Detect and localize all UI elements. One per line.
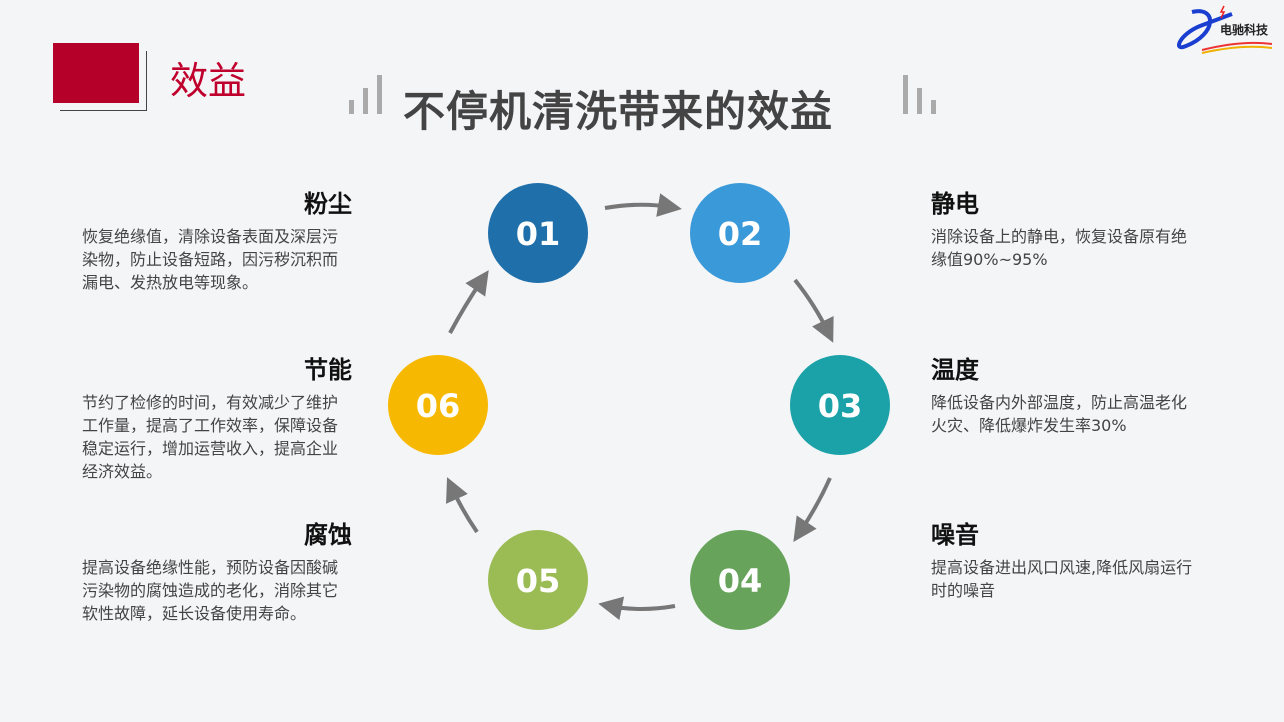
item-title: 节能: [304, 356, 352, 384]
step-circle-06: [388, 355, 488, 455]
item-corrosion: 腐蚀 提高设备绝缘性能，预防设备因酸碱污染物的腐蚀造成的老化，消除其它软性故障，…: [82, 515, 352, 625]
step-number: 04: [718, 562, 763, 600]
item-static: 静电 消除设备上的静电，恢复设备原有绝缘值90%~95%: [931, 184, 1201, 271]
company-logo: 电驰科技: [1172, 4, 1273, 56]
decor-square-outline: [60, 51, 147, 111]
decor-square: [53, 43, 139, 103]
arrow: [598, 596, 676, 621]
item-dust: 粉尘 恢复绝缘值，清除设备表面及深层污染物，防止设备短路，因污秽沉积而漏电、发热…: [82, 184, 352, 294]
decor-bar: [363, 88, 368, 114]
arrow: [448, 270, 489, 334]
decor-bar: [903, 75, 908, 114]
item-desc: 节约了检修的时间，有效减少了维护工作量，提高了工作效率，保障设备稳定运行，增加运…: [82, 393, 339, 481]
decor-bar: [377, 75, 382, 114]
item-title: 静电: [931, 190, 979, 218]
item-noise: 噪音 提高设备进出风口风速,降低风扇运行时的噪音: [931, 515, 1201, 602]
item-desc: 消除设备上的静电，恢复设备原有绝缘值90%~95%: [931, 227, 1188, 269]
decor-bar: [917, 88, 922, 114]
decor-bar: [349, 100, 354, 114]
step-number: 05: [516, 562, 561, 600]
step-number: 06: [416, 387, 461, 425]
arrow: [446, 477, 479, 534]
section-label: 效益: [170, 59, 247, 103]
page-title: 不停机清洗带来的效益: [403, 87, 834, 136]
step-circle-02: [690, 183, 790, 283]
arrow: [793, 477, 832, 542]
item-temperature: 温度 降低设备内外部温度，防止高温老化火灾、降低爆炸发生率30%: [931, 350, 1201, 437]
item-energy: 节能 节约了检修的时间，有效减少了维护工作量，提高了工作效率，保障设备稳定运行，…: [82, 350, 352, 483]
item-desc: 提高设备绝缘性能，预防设备因酸碱污染物的腐蚀造成的老化，消除其它软性故障，延长设…: [82, 558, 339, 623]
svg-text:电驰科技: 电驰科技: [1220, 22, 1269, 37]
step-number: 02: [718, 215, 763, 253]
arrow: [793, 278, 834, 343]
step-circle-04: [690, 530, 790, 630]
item-title: 腐蚀: [304, 521, 352, 549]
item-desc: 降低设备内外部温度，防止高温老化火灾、降低爆炸发生率30%: [931, 393, 1188, 435]
decor-bar: [931, 100, 936, 114]
item-desc: 恢复绝缘值，清除设备表面及深层污染物，防止设备短路，因污秽沉积而漏电、发热放电等…: [82, 227, 339, 292]
step-number: 03: [818, 387, 863, 425]
item-title: 粉尘: [304, 190, 352, 218]
step-circle-05: [488, 530, 588, 630]
item-title: 温度: [931, 356, 979, 384]
item-title: 噪音: [931, 521, 979, 549]
item-desc: 提高设备进出风口风速,降低风扇运行时的噪音: [931, 558, 1193, 600]
step-number: 01: [516, 215, 561, 253]
step-circle-01: [488, 183, 588, 283]
arrow: [604, 193, 682, 217]
step-circle-03: [790, 355, 890, 455]
